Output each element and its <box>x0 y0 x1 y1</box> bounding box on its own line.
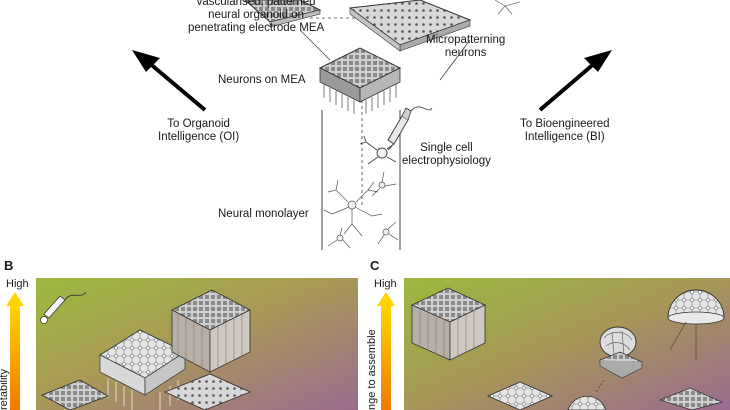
panel-b-high-label: High <box>6 278 29 290</box>
panel-a <box>132 0 612 250</box>
label-neural-monolayer: Neural monolayer <box>218 208 309 220</box>
panel-c-dashed-link <box>595 379 605 393</box>
panel-b-letter: B <box>4 258 14 273</box>
label-micropatterning: Micropatterning neurons <box>426 34 506 59</box>
micropatterning-plate <box>348 0 472 52</box>
panel-c-pillar-cube <box>410 287 487 361</box>
panel-c-flat-plate <box>658 387 724 410</box>
panel-c-letter: C <box>370 258 380 273</box>
connector-lines <box>299 29 471 81</box>
organoid-mea-plate <box>244 0 322 28</box>
label-neurons-on-mea: Neurons on MEA <box>218 74 306 86</box>
neurons-on-mea-block <box>318 47 402 114</box>
neural-monolayer-sketch <box>323 171 399 249</box>
neuron-sketch-top-right <box>494 0 521 15</box>
panel-c-brain-organoid <box>599 326 643 379</box>
label-to-bi: To Bioengineered Intelligence (BI) <box>520 118 610 143</box>
panel-b-axis-label: retability <box>0 369 10 410</box>
panel-b <box>6 278 358 410</box>
arrow-to-bi <box>538 50 612 112</box>
panel-c-dome-mesh <box>667 289 725 360</box>
panel-c <box>377 278 730 410</box>
label-organoid-mea: vascularised, patterned neural organoid … <box>188 0 325 34</box>
panel-b-pipette-icon <box>40 291 87 324</box>
panel-b-axis-arrow <box>6 292 24 410</box>
label-to-oi: To Organoid Intelligence (OI) <box>158 118 240 143</box>
patch-pipette-icon <box>387 106 433 151</box>
arrow-to-oi <box>132 50 207 112</box>
panel-b-organoid-array <box>99 329 186 410</box>
panel-b-micropattern-plate <box>163 373 252 410</box>
panel-c-organoid-array <box>486 381 554 410</box>
label-single-cell: Single cell electrophysiology <box>402 142 491 167</box>
panel-b-flat-mea <box>40 379 110 410</box>
single-neuron-icon <box>359 135 397 165</box>
panel-c-small-dome <box>567 395 607 410</box>
panel-c-axis-arrow <box>377 292 395 410</box>
panel-c-high-label: High <box>374 278 397 290</box>
panel-c-axis-label: nge to assemble <box>366 329 378 410</box>
panel-b-pillar-cube <box>171 289 251 373</box>
